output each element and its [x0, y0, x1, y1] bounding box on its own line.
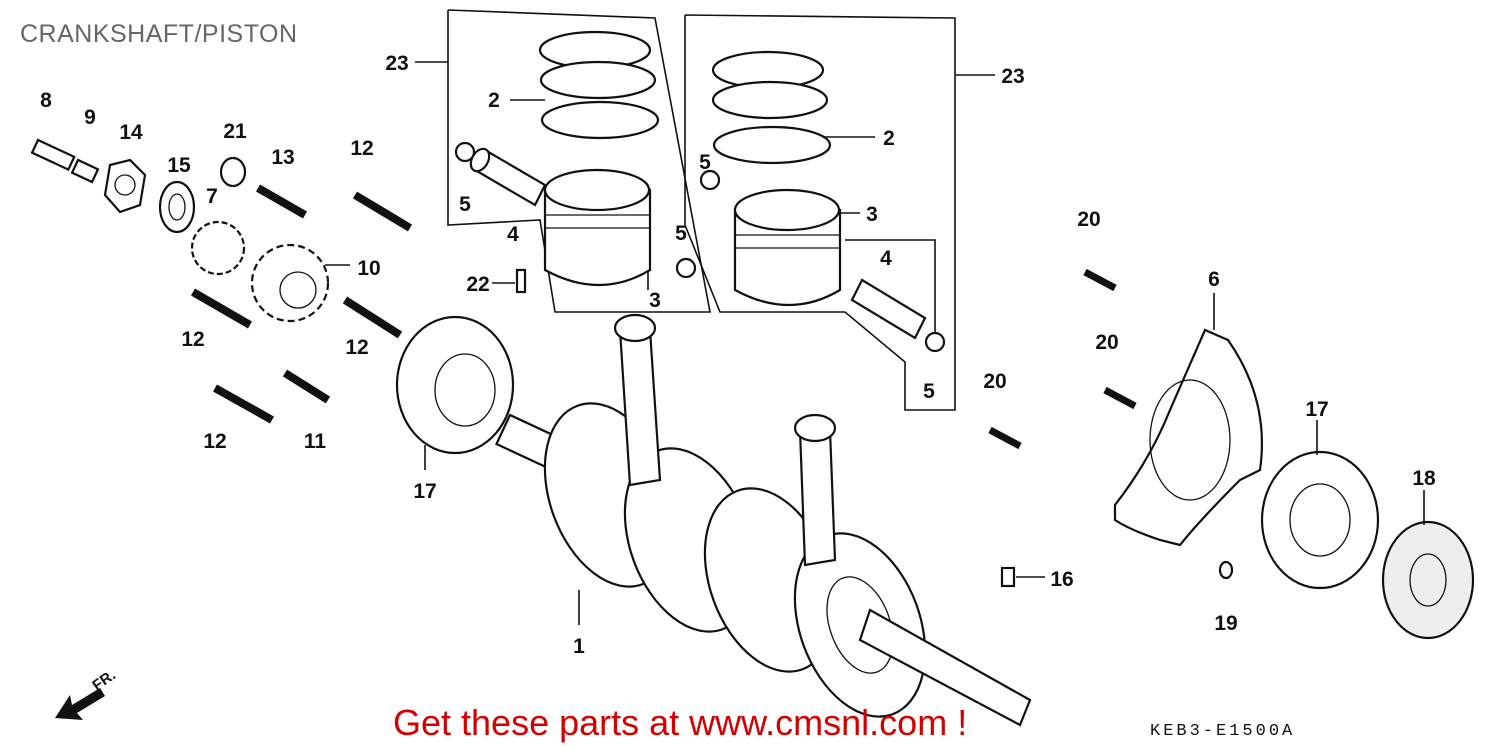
piston-kit-box-right: [684, 14, 995, 411]
piston-pin-clip: [454, 141, 476, 163]
bolt-11: [282, 369, 331, 404]
callout-label: 17: [413, 480, 436, 503]
callout-label: 4: [880, 247, 892, 270]
piston-kit-box-left: [415, 9, 711, 313]
callout-label: 20: [983, 370, 1006, 393]
callout-label: 19: [1214, 612, 1237, 635]
callout-label: 10: [357, 257, 380, 280]
piston-left: [543, 168, 652, 290]
nut-21: [219, 156, 247, 188]
bearing-left: [395, 315, 515, 470]
piston-pin-right: [850, 278, 927, 340]
piston-pin-clip: [924, 331, 946, 353]
bolt-12: [342, 296, 403, 339]
callout-label: 14: [119, 121, 143, 144]
piston-rings-left: [510, 30, 660, 140]
callout-label: 12: [203, 430, 226, 453]
callout-label: 3: [649, 289, 661, 312]
callout-label: 1: [573, 635, 585, 658]
diagram-code: KEB3-E1500A: [1150, 722, 1296, 741]
washer-15: [158, 180, 196, 234]
piston-pin-clip: [699, 169, 721, 191]
piston-pin-left: [469, 147, 547, 207]
callout-label: 2: [488, 89, 500, 112]
dowel-pin: [515, 268, 527, 294]
callout-label: 6: [1208, 268, 1220, 291]
callout-label: 11: [304, 430, 327, 453]
promo-link[interactable]: Get these parts at www.cmsnl.com !: [393, 702, 968, 743]
diagram-title: CRANKSHAFT/PISTON: [20, 20, 298, 48]
piston-pin-clip: [675, 257, 697, 279]
callout-label: 12: [345, 336, 368, 359]
piston-rings-right: [711, 50, 875, 165]
bolt-12: [352, 191, 413, 232]
callout-labels: 23 2 5 4 22 3 5 23 2 5 3 4 5 8 9 14 15 2…: [40, 52, 1436, 658]
callout-label: 5: [459, 193, 471, 216]
callout-label: 15: [167, 154, 191, 177]
callout-label: 3: [866, 203, 878, 226]
callout-label: 18: [1412, 467, 1436, 490]
bolt-20: [1103, 386, 1137, 410]
callout-label: 20: [1095, 331, 1118, 354]
bolt-8: [30, 138, 76, 172]
dowel-16: [1000, 566, 1016, 588]
callout-label: 8: [40, 89, 52, 112]
callout-label: 5: [675, 222, 687, 245]
callout-label: 9: [84, 106, 96, 129]
callout-label: 12: [350, 137, 373, 160]
bolt-20: [988, 426, 1022, 450]
bearing-right: [1260, 420, 1380, 590]
callout-label: 22: [466, 273, 489, 296]
callout-label: 5: [923, 380, 935, 403]
callout-label: 23: [1001, 65, 1024, 88]
callout-label: 21: [223, 120, 247, 143]
nut-14: [103, 158, 147, 214]
callout-label: 2: [883, 127, 895, 150]
spring-9: [70, 158, 100, 184]
piston-right: [733, 188, 860, 306]
bolt-12: [190, 288, 253, 329]
bolt-20: [1083, 268, 1117, 292]
callout-label: 20: [1077, 208, 1100, 231]
washer-19: [1218, 560, 1234, 580]
callout-label: 23: [385, 52, 408, 75]
plate-6: [1113, 293, 1263, 547]
callout-label: 12: [181, 328, 204, 351]
bolt-12: [213, 384, 274, 424]
oil-seal-18: [1381, 490, 1475, 640]
gear-7: [190, 220, 246, 276]
callout-label: 17: [1305, 398, 1328, 421]
callout-label: 7: [206, 185, 218, 208]
gear-10: [250, 243, 330, 323]
crankshaft: [495, 313, 1032, 727]
front-arrow-icon: [55, 688, 105, 720]
callout-label: 5: [699, 151, 711, 174]
callout-label: 16: [1050, 568, 1073, 591]
callout-label: 4: [507, 223, 519, 246]
stud-13: [256, 184, 307, 219]
callout-label: 13: [271, 146, 294, 169]
